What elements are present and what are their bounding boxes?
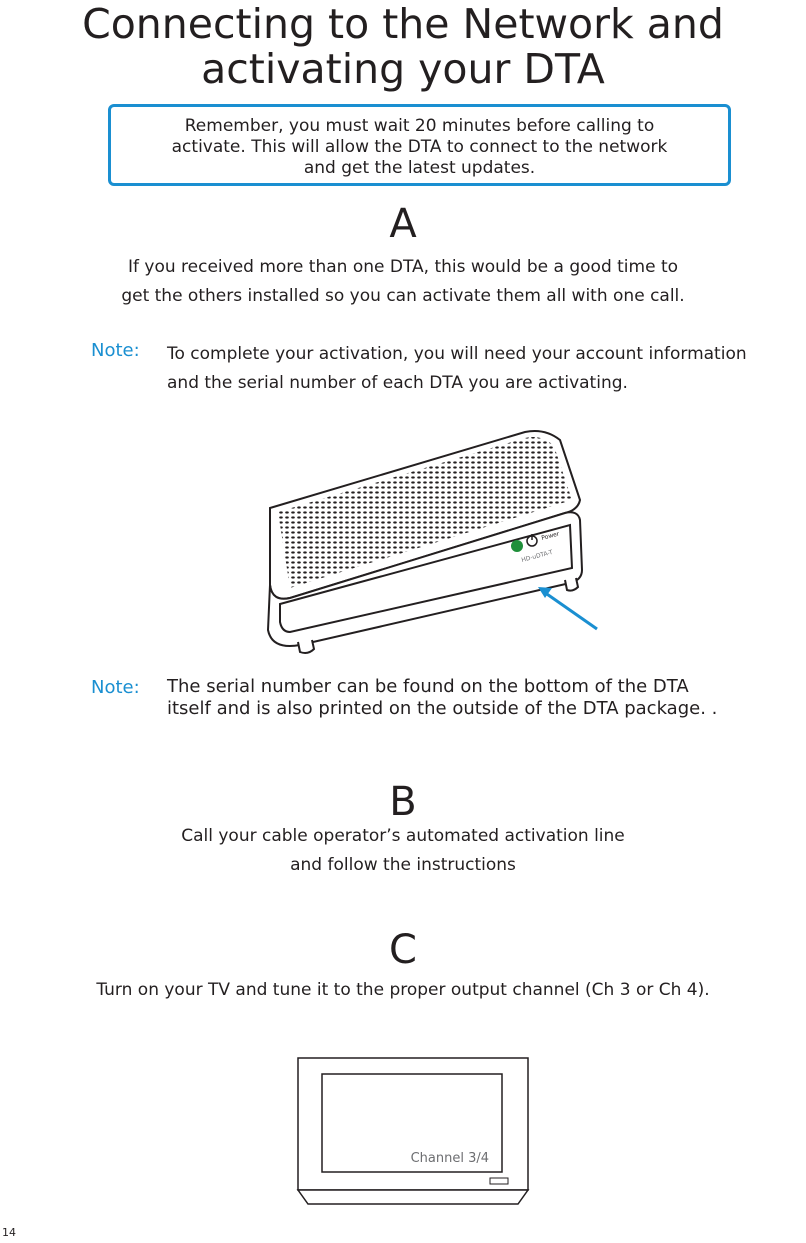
step-b-letter: B [389,779,417,825]
step-a-line1: If you received more than one DTA, this … [127,257,679,277]
note2-label: Note: [91,677,140,698]
step-a-line2: get the others installed so you can acti… [121,286,685,306]
page-title: Connecting to the Network and activating… [0,2,806,92]
step-b-line2: and follow the instructions [290,855,516,875]
step-b-text: Call your cable operator’s automated act… [0,822,806,880]
page-number: 14 [2,1226,16,1239]
tv-illustration: Channel 3/4 [296,1056,536,1220]
dta-device-icon: Power HD-uDTA-T [266,430,598,654]
reminder-line2: activate. This will allow the DTA to con… [171,137,668,157]
note1-label: Note: [91,340,140,361]
note2-line2: itself and is also printed on the outsid… [167,698,718,719]
arrow-head-icon [538,587,552,598]
power-label: Power [541,530,561,542]
note2-text: The serial number can be found on the bo… [167,676,717,720]
step-b-line1: Call your cable operator’s automated act… [181,826,625,846]
dta-device-illustration: Power HD-uDTA-T [260,420,610,664]
pointer-arrow [543,590,598,631]
note2-line1: The serial number can be found on the bo… [167,676,689,697]
step-a-letter: A [389,201,417,247]
tv-screen [321,1073,503,1173]
page-title-line2: activating your DTA [201,45,605,93]
step-a-text: If you received more than one DTA, this … [0,253,806,311]
reminder-line1: Remember, you must wait 20 minutes befor… [184,116,655,136]
step-c-line1: Turn on your TV and tune it to the prope… [96,980,710,1000]
reminder-box: Remember, you must wait 20 minutes befor… [108,104,731,186]
tv-channel-label: Channel 3/4 [411,1151,489,1166]
page-title-line1: Connecting to the Network and [82,0,724,48]
step-c-text: Turn on your TV and tune it to the prope… [0,976,806,1005]
tv-icon: Channel 3/4 [296,1057,530,1205]
tv-stand [296,1189,530,1205]
note1-text: To complete your activation, you will ne… [167,340,747,398]
power-led [511,540,523,552]
reminder-line3: and get the latest updates. [303,158,536,178]
note1-line2: and the serial number of each DTA you ar… [167,373,628,393]
note1-line1: To complete your activation, you will ne… [167,344,747,364]
step-c-letter: C [389,927,417,973]
